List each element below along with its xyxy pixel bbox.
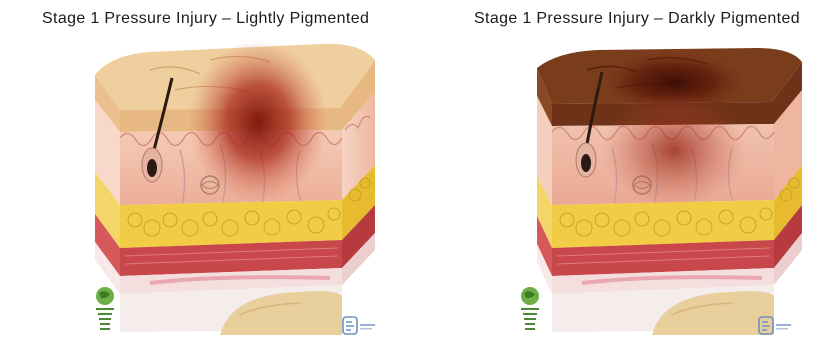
partner-logo-icon — [342, 316, 376, 338]
globe-logo-icon — [515, 286, 545, 340]
erythema-lesion — [188, 40, 328, 204]
erythema-lesion — [602, 92, 746, 208]
panel-darkly-pigmented: Stage 1 Pressure Injury – Darkly Pigment… — [412, 0, 815, 351]
subcutaneous-fat-front — [120, 200, 342, 248]
skin-cross-section-illustration — [412, 0, 815, 351]
panel-lightly-pigmented: Stage 1 Pressure Injury – Lightly Pigmen… — [0, 0, 412, 351]
partner-logo-icon — [758, 316, 792, 338]
globe-logo-icon — [90, 286, 120, 340]
skin-cross-section-illustration — [0, 0, 412, 351]
subcutaneous-fat-front — [552, 200, 774, 248]
